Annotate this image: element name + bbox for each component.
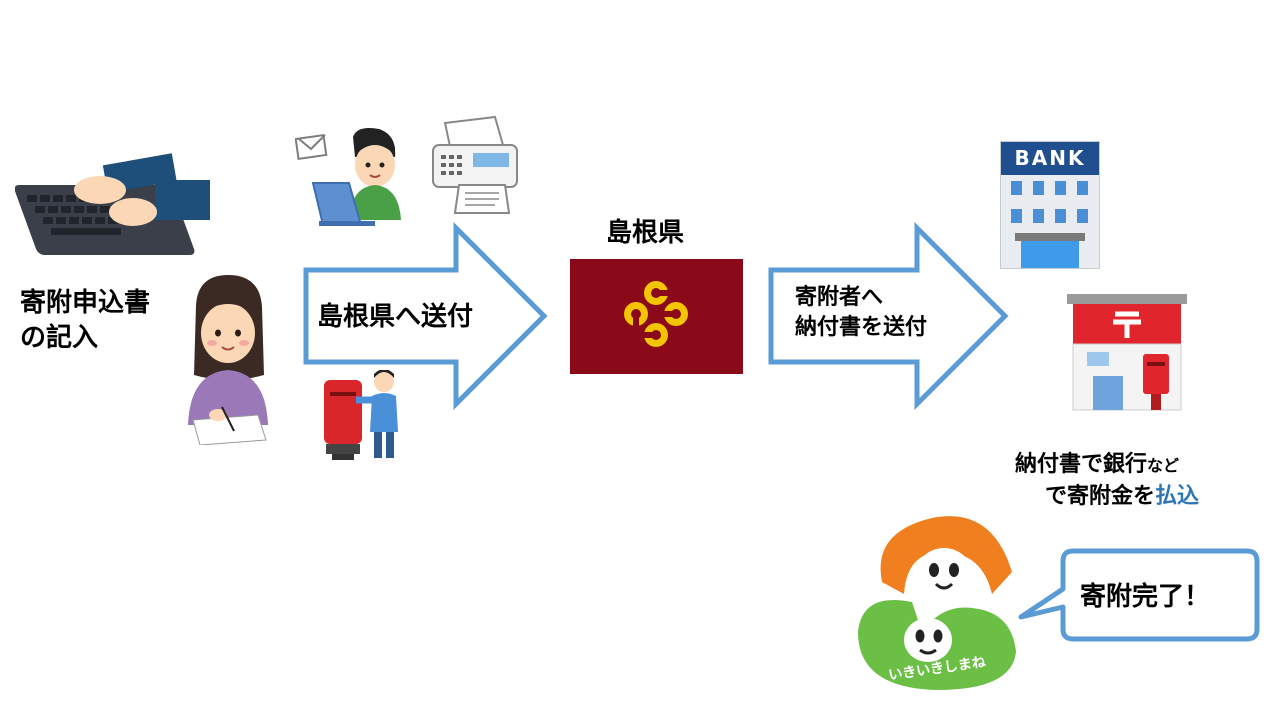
ikiiki-shimane-logo — [858, 516, 1016, 690]
person-laptop-illustration — [311, 128, 401, 226]
payment-line2-highlight: 払込 — [1155, 484, 1200, 509]
send-arrow-1 — [303, 222, 548, 411]
arrow2-label-line1: 寄附者へ — [795, 285, 884, 310]
arrow2-label: 寄附者へ 納付書を送付 — [795, 283, 927, 343]
payment-line1-small: など — [1147, 456, 1180, 475]
speech-bubble — [1018, 548, 1260, 642]
step1-label-line1: 寄附申込書 — [20, 288, 151, 318]
step1-label-line2: の記入 — [20, 323, 99, 353]
shimane-flag — [570, 259, 743, 374]
fax-machine-illustration — [432, 115, 518, 214]
payment-line2-main: で寄附金を — [1045, 484, 1156, 509]
arrow2-label-line2: 納付書を送付 — [795, 315, 928, 340]
email-icon — [295, 134, 328, 160]
shimane-emblem-icon — [624, 281, 688, 347]
prefecture-title: 島根県 — [606, 218, 685, 248]
woman-writing-illustration — [188, 275, 268, 445]
bank-sign: BANK — [1001, 142, 1099, 175]
bank-windows-icon — [1011, 181, 1088, 268]
post-box-person-illustration — [324, 370, 398, 460]
step1-label: 寄附申込書 の記入 — [20, 286, 150, 356]
post-office-building — [1067, 294, 1187, 411]
payment-line1: 納付書で銀行など — [1015, 446, 1179, 478]
payment-line1-main: 納付書で銀行 — [1015, 452, 1148, 477]
keyboard-typing-illustration — [15, 153, 210, 255]
bank-building: BANK — [1000, 141, 1100, 269]
payment-line2: で寄附金を払込 — [1045, 478, 1199, 510]
send-arrow-2 — [768, 222, 1009, 411]
speech-text: 寄附完了！ — [1080, 582, 1211, 612]
arrow1-label: 島根県へ送付 — [317, 302, 474, 332]
